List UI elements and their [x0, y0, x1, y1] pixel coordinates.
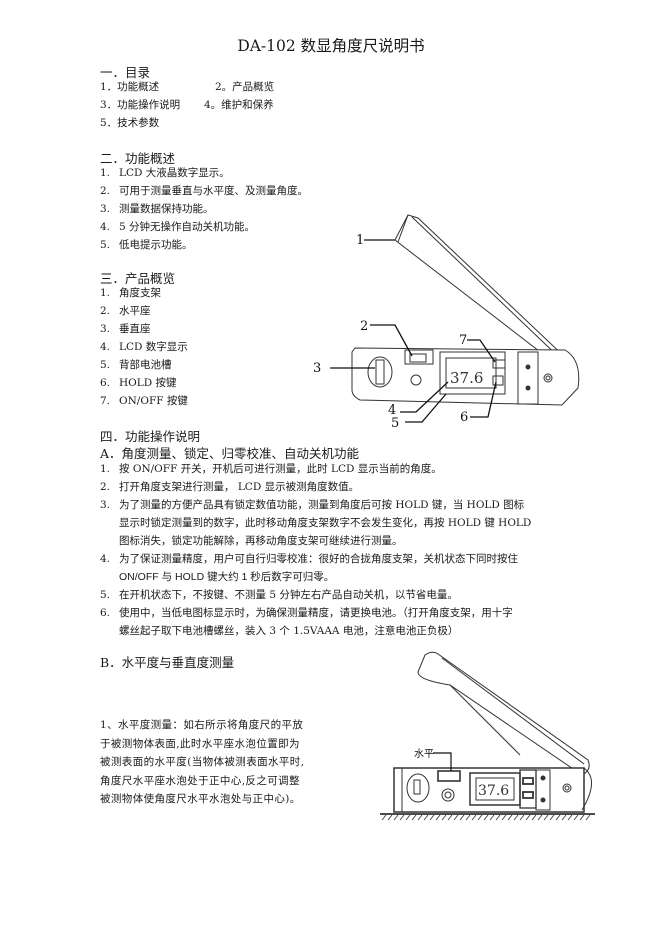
list-item: 4. 为了保证测量精度，用户可自行归零校准：很好的合拢角度支架，关机状态下同时按住… [100, 550, 580, 586]
paragraph-line: 于被测物体表面,此时水平座水泡位置即为 [100, 737, 300, 750]
list-item: 2. 可用于测量垂直与水平度、及测量角度。 [100, 182, 308, 200]
list-item: 3. 垂直座 [100, 320, 188, 338]
item-text: 垂直座 [119, 323, 151, 335]
item-text: 低电提示功能。 [119, 239, 193, 251]
item-number: 2. [100, 305, 111, 317]
callout-7: 7 [459, 333, 467, 348]
callout-4: 4 [388, 403, 396, 418]
features-list: 1. LCD 大液晶数字显示。 2. 可用于测量垂直与水平度、及测量角度。 3. 测量… [100, 164, 308, 254]
item-text: 水平座 [119, 305, 151, 317]
item-number: 5. [100, 239, 111, 251]
list-item: 6. HOLD 按键 [100, 374, 188, 392]
list-item: 1. 按 ON/OFF 开关，开机后可进行测量，此时 LCD 显示当前的角度。 [100, 460, 580, 478]
item-text: 按 ON/OFF 开关，开机后可进行测量，此时 LCD 显示当前的角度。 [119, 463, 442, 475]
item-text: 测量数据保持功能。 [119, 203, 214, 215]
item-text: ON/OFF 按键 [119, 395, 188, 407]
lcd-reading-2: 37.6 [478, 783, 509, 799]
item-text: ON/OFF 与 HOLD 键大约 1 秒后数字可归零。 [119, 571, 335, 583]
toc-item: 3．功能操作说明 [100, 99, 181, 111]
item-text: 在开机状态下，不按键、不测量 5 分钟左右产品自动关机，以节省电量。 [119, 589, 458, 601]
features-heading: 二．功能概述 [100, 151, 176, 166]
toc-row: 5．技术参数 [100, 114, 274, 132]
overview-list: 1. 角度支架 2. 水平座 3. 垂直座 4. LCD 数字显示 5. 背部电池槽 6.… [100, 284, 188, 410]
list-item: 2. 水平座 [100, 302, 188, 320]
paragraph-line: 角度尺水平座水泡处于正中心,反之可调整 [100, 774, 300, 787]
list-item: 2. 打开角度支架进行测量， LCD 显示被测角度数值。 [100, 478, 580, 496]
item-text: 螺丝起子取下电池槽螺丝，装入 3 个 1.5VAAA 电池，注意电池正负极） [119, 625, 459, 637]
toc-item: 2。产品概览 [215, 81, 275, 93]
item-number: 4. [100, 221, 111, 233]
item-text: 可用于测量垂直与水平度、及测量角度。 [119, 185, 308, 197]
list-item: 3. 为了测量的方便产品具有锁定数值功能，测量到角度后可按 HOLD 键，当 HO… [100, 496, 580, 550]
overview-heading: 三．产品概览 [100, 271, 176, 286]
item-number: 6. [100, 607, 111, 619]
list-item: 6. 使用中，当低电图标显示时，为确保测量精度，请更换电池。（打开角度支架，用十字… [100, 604, 580, 640]
item-text: 显示时锁定测量到的数字，此时移动角度支架数字不会发生变化，再按 HOLD 键 H… [119, 517, 532, 529]
callout-2: 2 [360, 319, 368, 334]
list-item: 7. ON/OFF 按键 [100, 392, 188, 410]
item-number: 2. [100, 481, 111, 493]
item-text: HOLD 按键 [119, 377, 177, 389]
operation-list: 1. 按 ON/OFF 开关，开机后可进行测量，此时 LCD 显示当前的角度。 2… [100, 460, 580, 640]
section-b-heading: B．水平度与垂直度测量 [100, 655, 235, 670]
item-text: 角度支架 [119, 287, 161, 299]
toc-item: 4。维护和保养 [204, 99, 274, 111]
list-item: 4. 5 分钟无操作自动关机功能。 [100, 218, 308, 236]
toc-heading: 一．目录 [100, 65, 151, 80]
item-text: 5 分钟无操作自动关机功能。 [119, 221, 256, 233]
item-text: 为了测量的方便产品具有锁定数值功能，测量到角度后可按 HOLD 键，当 HOLD… [119, 499, 525, 511]
item-text: 背部电池槽 [119, 359, 172, 371]
item-number: 5. [100, 359, 111, 371]
item-text: 图标消失，锁定功能解除，再移动角度支架可继续进行测量。 [119, 535, 403, 547]
item-number: 4. [100, 341, 111, 353]
item-number: 1. [100, 463, 111, 475]
callout-6: 6 [460, 410, 468, 425]
item-number: 7. [100, 395, 111, 407]
level-vial-label: 水平 [414, 748, 434, 760]
item-number: 2. [100, 185, 111, 197]
level-measurement-diagram: 37.6 水平 [380, 651, 595, 821]
document-title: DA-102 数显角度尺说明书 [237, 37, 425, 55]
list-item: 5. 背部电池槽 [100, 356, 188, 374]
angle-ruler-diagram: 37.6 1 2 3 4 5 6 7 [313, 214, 580, 430]
list-item: 1. LCD 大液晶数字显示。 [100, 164, 308, 182]
item-text: 为了保证测量精度，用户可自行归零校准：很好的合拢角度支架，关机状态下同时按住 [119, 553, 518, 565]
list-item: 3. 测量数据保持功能。 [100, 200, 308, 218]
level-paragraph: 1、水平度测量：如右所示将角度尺的平放 于被测物体表面,此时水平座水泡位置即为 … [100, 716, 340, 809]
list-item: 1. 角度支架 [100, 284, 188, 302]
item-text: 使用中，当低电图标显示时，为确保测量精度，请更换电池。（打开角度支架，用十字 [119, 607, 513, 619]
toc-row: 1．功能概述 2。产品概览 [100, 78, 274, 96]
list-item: 5. 在开机状态下，不按键、不测量 5 分钟左右产品自动关机，以节省电量。 [100, 586, 580, 604]
list-item: 4. LCD 数字显示 [100, 338, 188, 356]
item-number: 5. [100, 589, 111, 601]
toc-item: 5．技术参数 [100, 117, 160, 129]
callout-1: 1 [356, 233, 364, 248]
item-number: 1. [100, 167, 111, 179]
item-number: 3. [100, 203, 111, 215]
list-item: 5. 低电提示功能。 [100, 236, 308, 254]
paragraph-line: 被测物体使角度尺水平水泡处与正中心)。 [100, 793, 301, 805]
item-number: 3. [100, 323, 111, 335]
paragraph-line: 1、水平度测量：如右所示将角度尺的平放 [100, 719, 304, 731]
toc-list: 1．功能概述 2。产品概览 3．功能操作说明 4。维护和保养 5．技术参数 [100, 78, 274, 132]
item-text: LCD 大液晶数字显示。 [119, 167, 230, 179]
lcd-reading: 37.6 [450, 369, 483, 387]
item-number: 6. [100, 377, 111, 389]
section-a-heading: A．角度测量、锁定、归零校准、自动关机功能 [100, 446, 360, 461]
callout-5: 5 [391, 416, 399, 430]
toc-row: 3．功能操作说明 4。维护和保养 [100, 96, 274, 114]
item-text: 打开角度支架进行测量， LCD 显示被测角度数值。 [119, 481, 360, 493]
callout-3: 3 [313, 361, 321, 376]
item-number: 3. [100, 499, 111, 511]
item-number: 1. [100, 287, 111, 299]
item-text: LCD 数字显示 [119, 341, 188, 353]
toc-item: 1．功能概述 [100, 81, 160, 93]
paragraph-line: 被测表面的水平度(当物体被测表面水平时, [100, 756, 305, 768]
operation-heading: 四．功能操作说明 [100, 429, 201, 444]
item-number: 4. [100, 553, 111, 565]
